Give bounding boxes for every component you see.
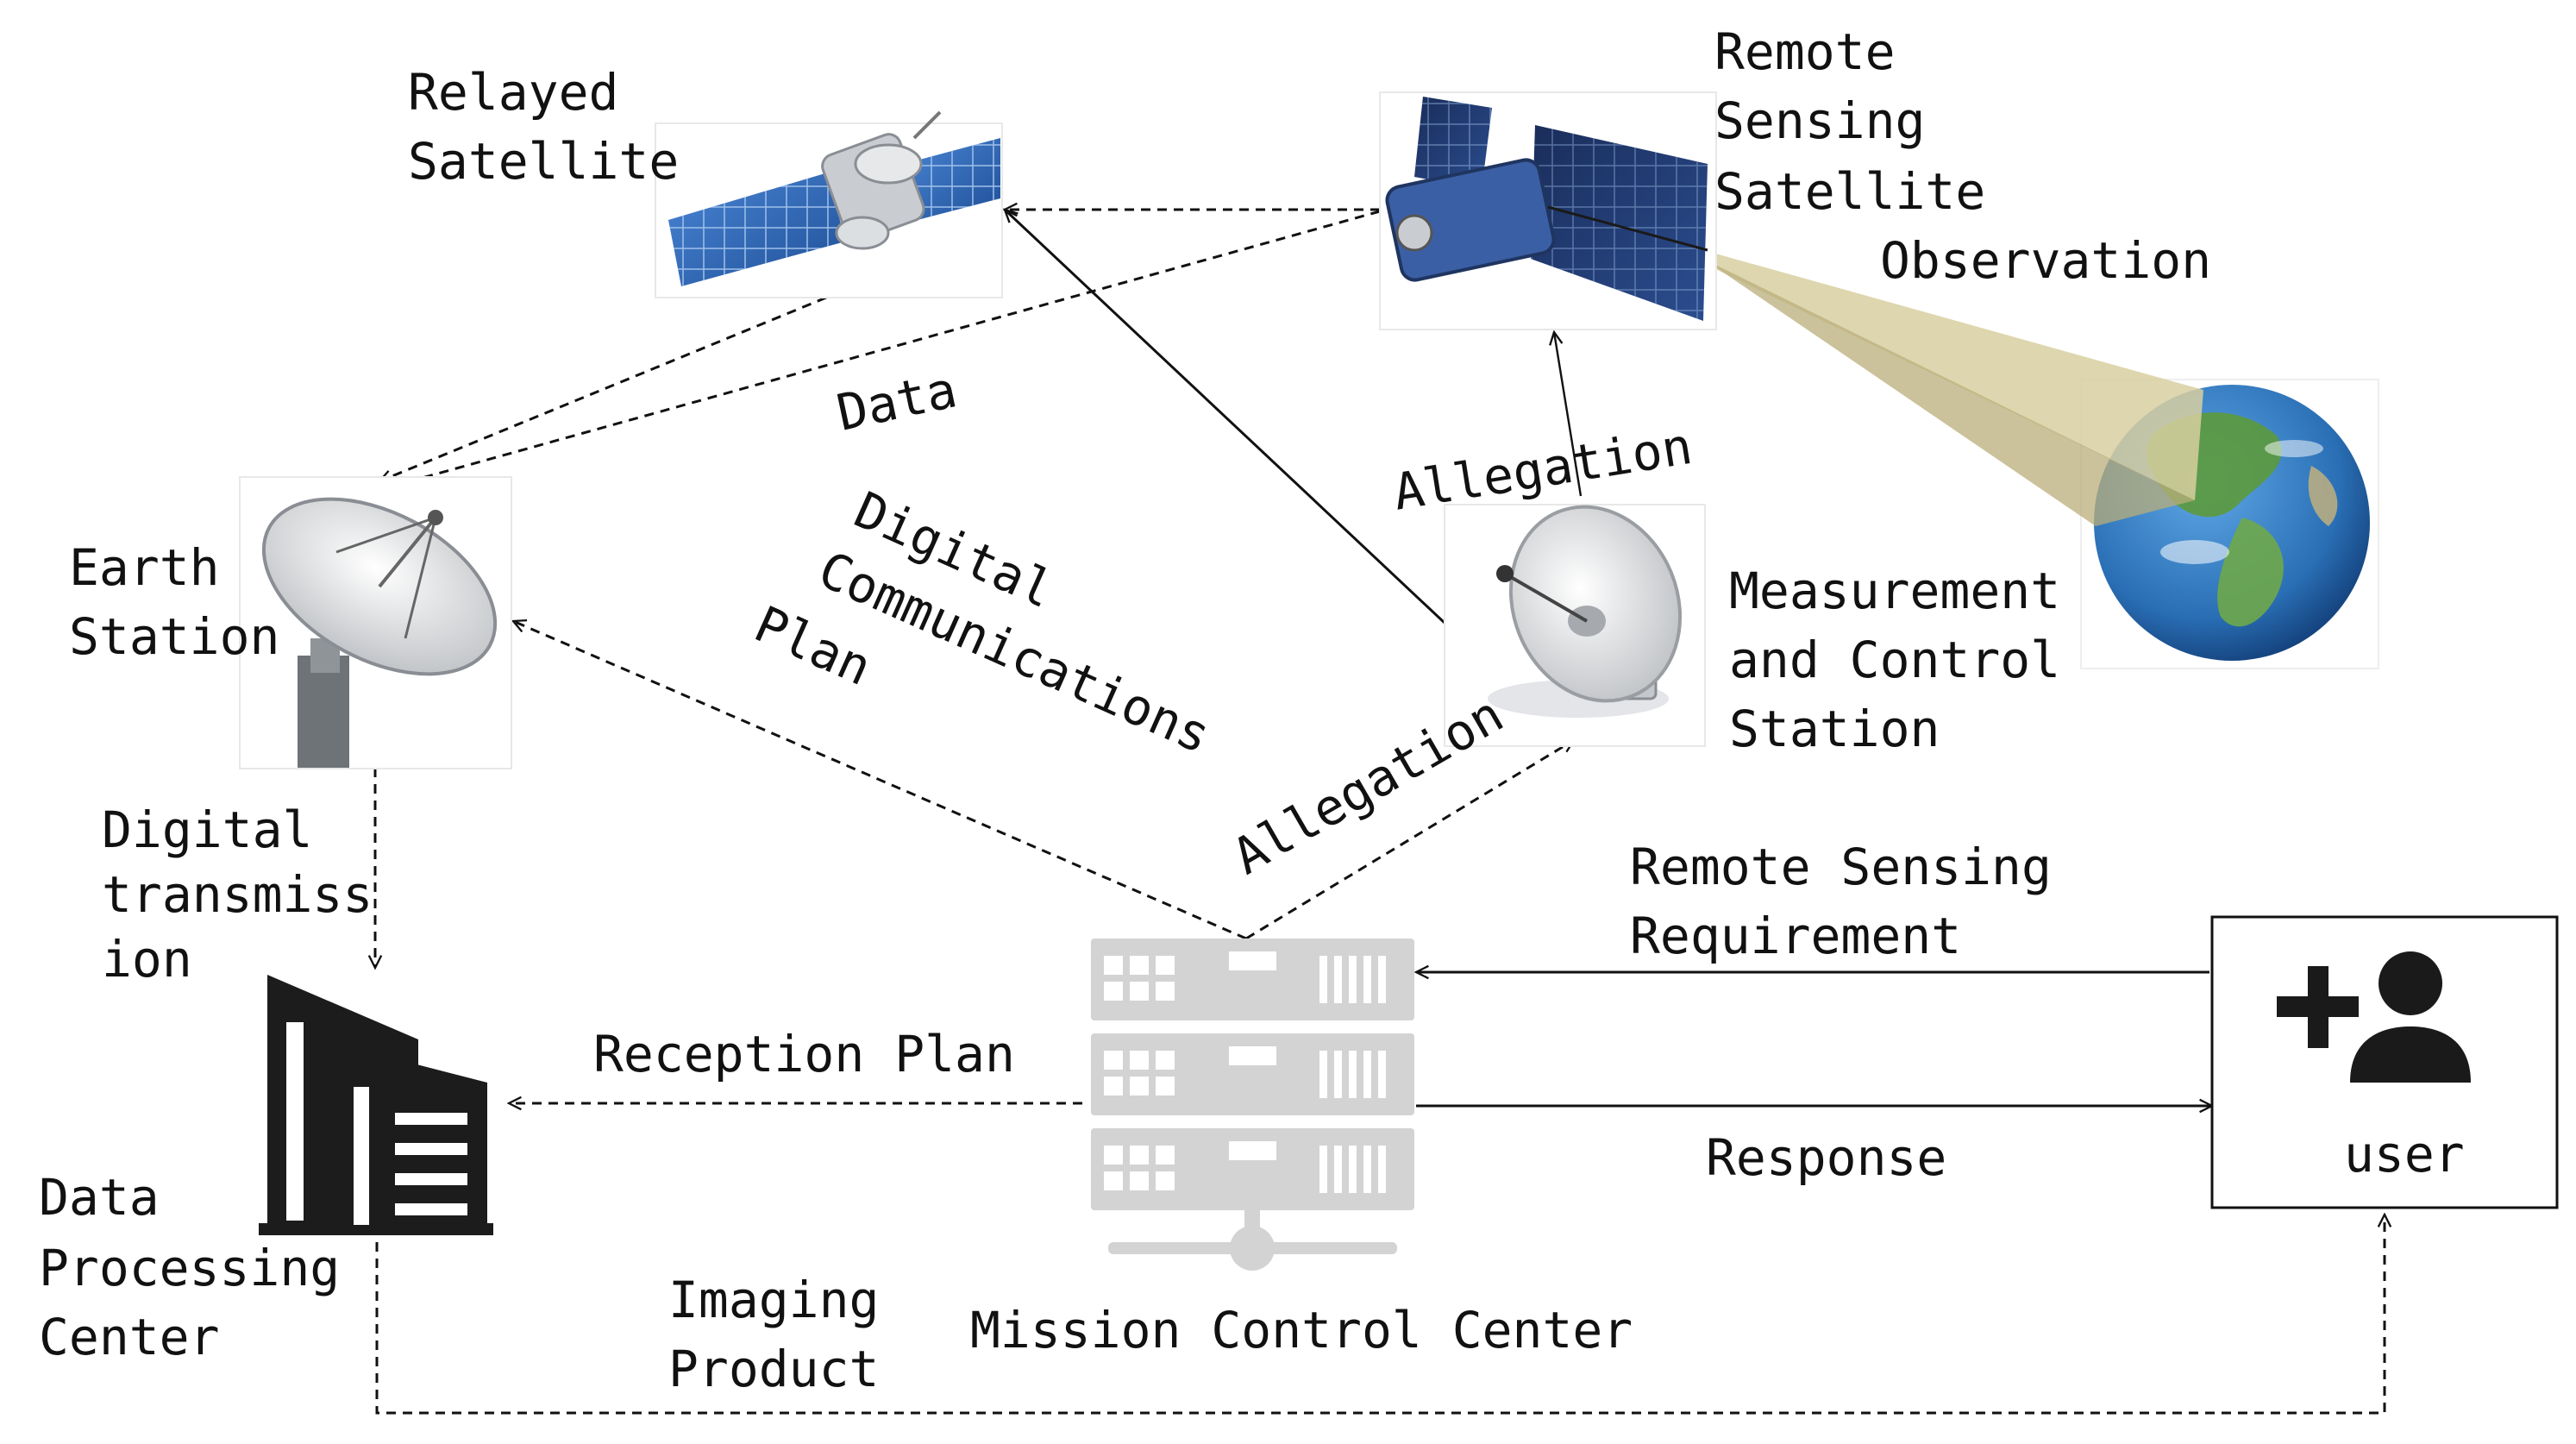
mission-control-server-icon [1091,939,1414,1271]
observation-label: Observation [1880,231,2211,290]
imaging-product-arrow [375,1215,2385,1415]
data-processing-center-label: Data Processing Center [39,1168,370,1366]
data-processing-building-icon [259,975,493,1235]
remote-sensing-requirement-label: Remote Sensing Requirement [1630,838,2082,965]
control-station-to-relay-arrow [1005,210,1446,625]
measurement-control-dish-icon [1444,504,1706,747]
relay-to-earth-station-arrow [379,296,827,481]
data-label: Data [831,360,962,443]
imaging-product-label: Imaging Product [668,1271,909,1398]
add-user-icon [2277,951,2471,1083]
response-label: Response [1706,1128,1946,1187]
mission-control-center-label: Mission Control Center [970,1301,1633,1359]
earth-station-label: Earth Station [69,538,279,666]
user-label: user [2344,1125,2465,1183]
measurement-control-station-label: Measurement and Control Station [1729,562,2090,758]
observation-cone-shade [1703,259,2195,526]
communications-plan-label: Digital Communications Plan [746,480,1219,765]
earth-station-dish-icon [239,476,512,769]
digital-transmission-label: Digital transmiss ion [102,800,403,989]
allegation-lower-arrow [1245,740,1574,940]
remote-sensing-satellite-label: Remote Sensing Satellite [1714,22,1985,221]
satellite-to-earth-station-arrow [388,210,1381,487]
relayed-satellite-label: Relayed Satellite [408,63,679,191]
reception-plan-label: Reception Plan [593,1025,1015,1083]
allegation-upper-arrow [1554,332,1583,497]
remote-sensing-satellite-icon [1379,91,1717,330]
allegation-lower-label: Allegation [1223,685,1513,886]
relayed-satellite-icon [655,110,1003,298]
observation-cone [1703,250,2203,500]
communications-plan-arrow [513,621,1247,940]
